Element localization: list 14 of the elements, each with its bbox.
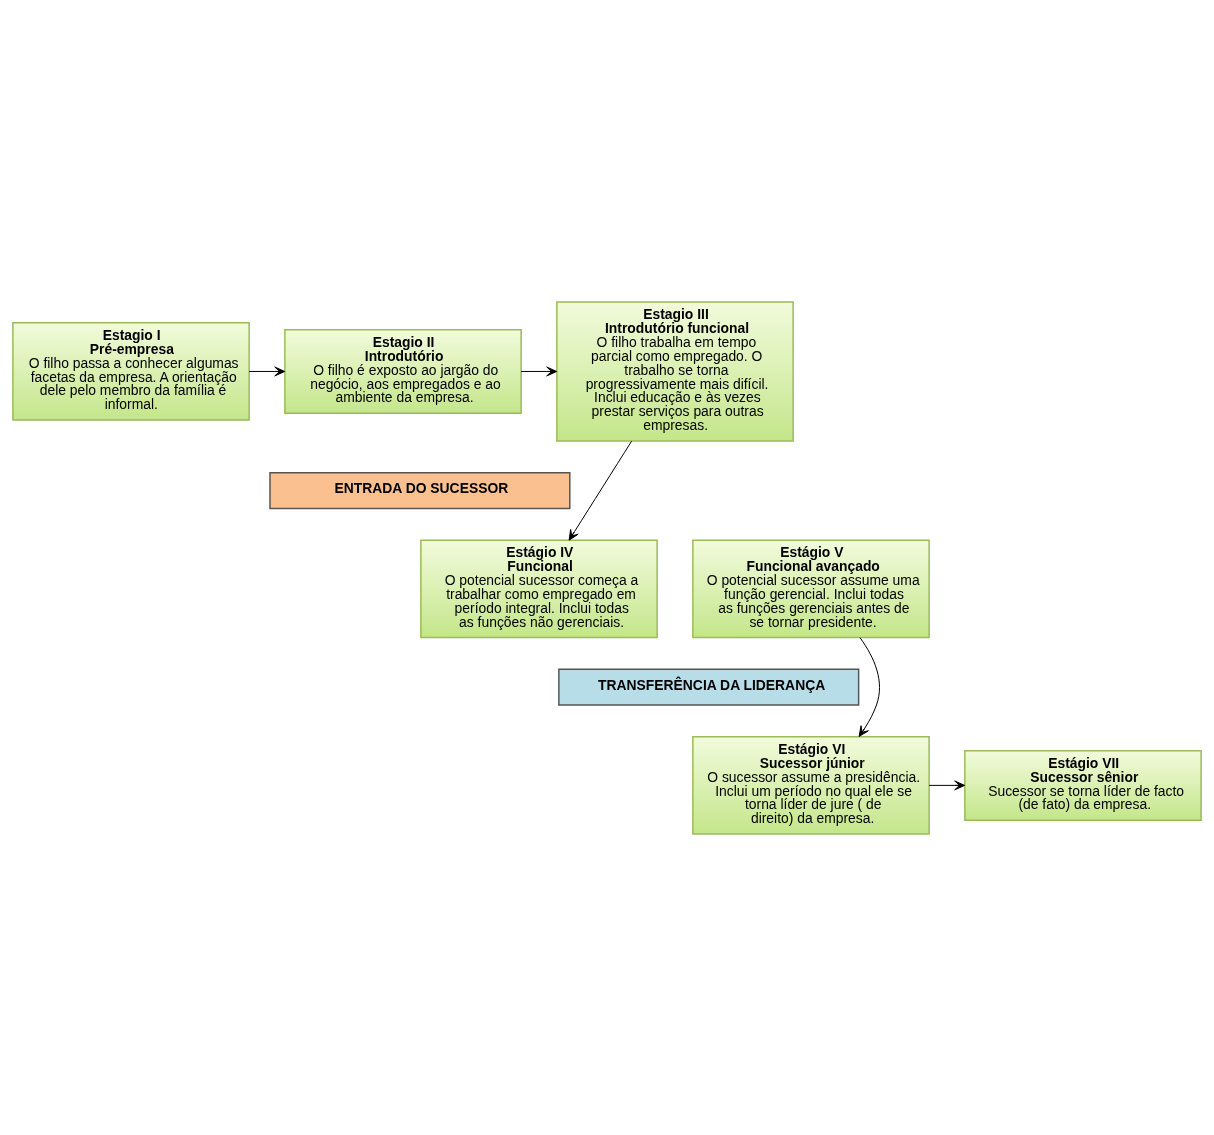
- node-box: Estagio I Pré-empresa O filho passa a conhecer algumas facetas da empresa. A orientação dele pelo membro da família é informal.: [12, 321, 250, 421]
- node-box: Estagio III Introdutório funcional O filho trabalha em tempo parcial como empregado. O trabalho se torna progressivamente mais difícil. Inclui educação e às vezes prestar serviços para outras empresas.: [556, 300, 794, 442]
- arrow: [520, 366, 558, 376]
- node-box: Estagio II Introdutório O filho é exposto ao jargão do negócio, aos empregados e ao ambiente da empresa.: [284, 328, 522, 414]
- arrow: [568, 440, 633, 541]
- node-box: Estágio VII Sucessor sênior Sucessor se torna líder de facto (de fato) da empresa.: [964, 749, 1202, 821]
- node-box: Estágio IV Funcional O potencial sucessor começa a trabalhar como empregado em período integral. Inclui todas as funções não gerenciais.: [420, 538, 658, 638]
- node-box: Estágio V Funcional avançado O potencial sucessor assume uma função gerencial. Inclui todas as funções gerenciais antes de se tornar presidente.: [692, 538, 930, 638]
- arrow: [928, 779, 966, 790]
- arrow: [858, 636, 880, 737]
- node-box: ENTRADA DO SUCESSOR: [269, 471, 571, 509]
- node-box: TRANSFERÊNCIA DA LIDERANÇA: [558, 668, 860, 706]
- node-box: Estágio VI Sucessor júnior O sucessor assume a presidência. Inclui um período no qual ele se torna líder de jure ( de direito) da empresa.: [692, 735, 930, 835]
- arrow: [248, 366, 286, 376]
